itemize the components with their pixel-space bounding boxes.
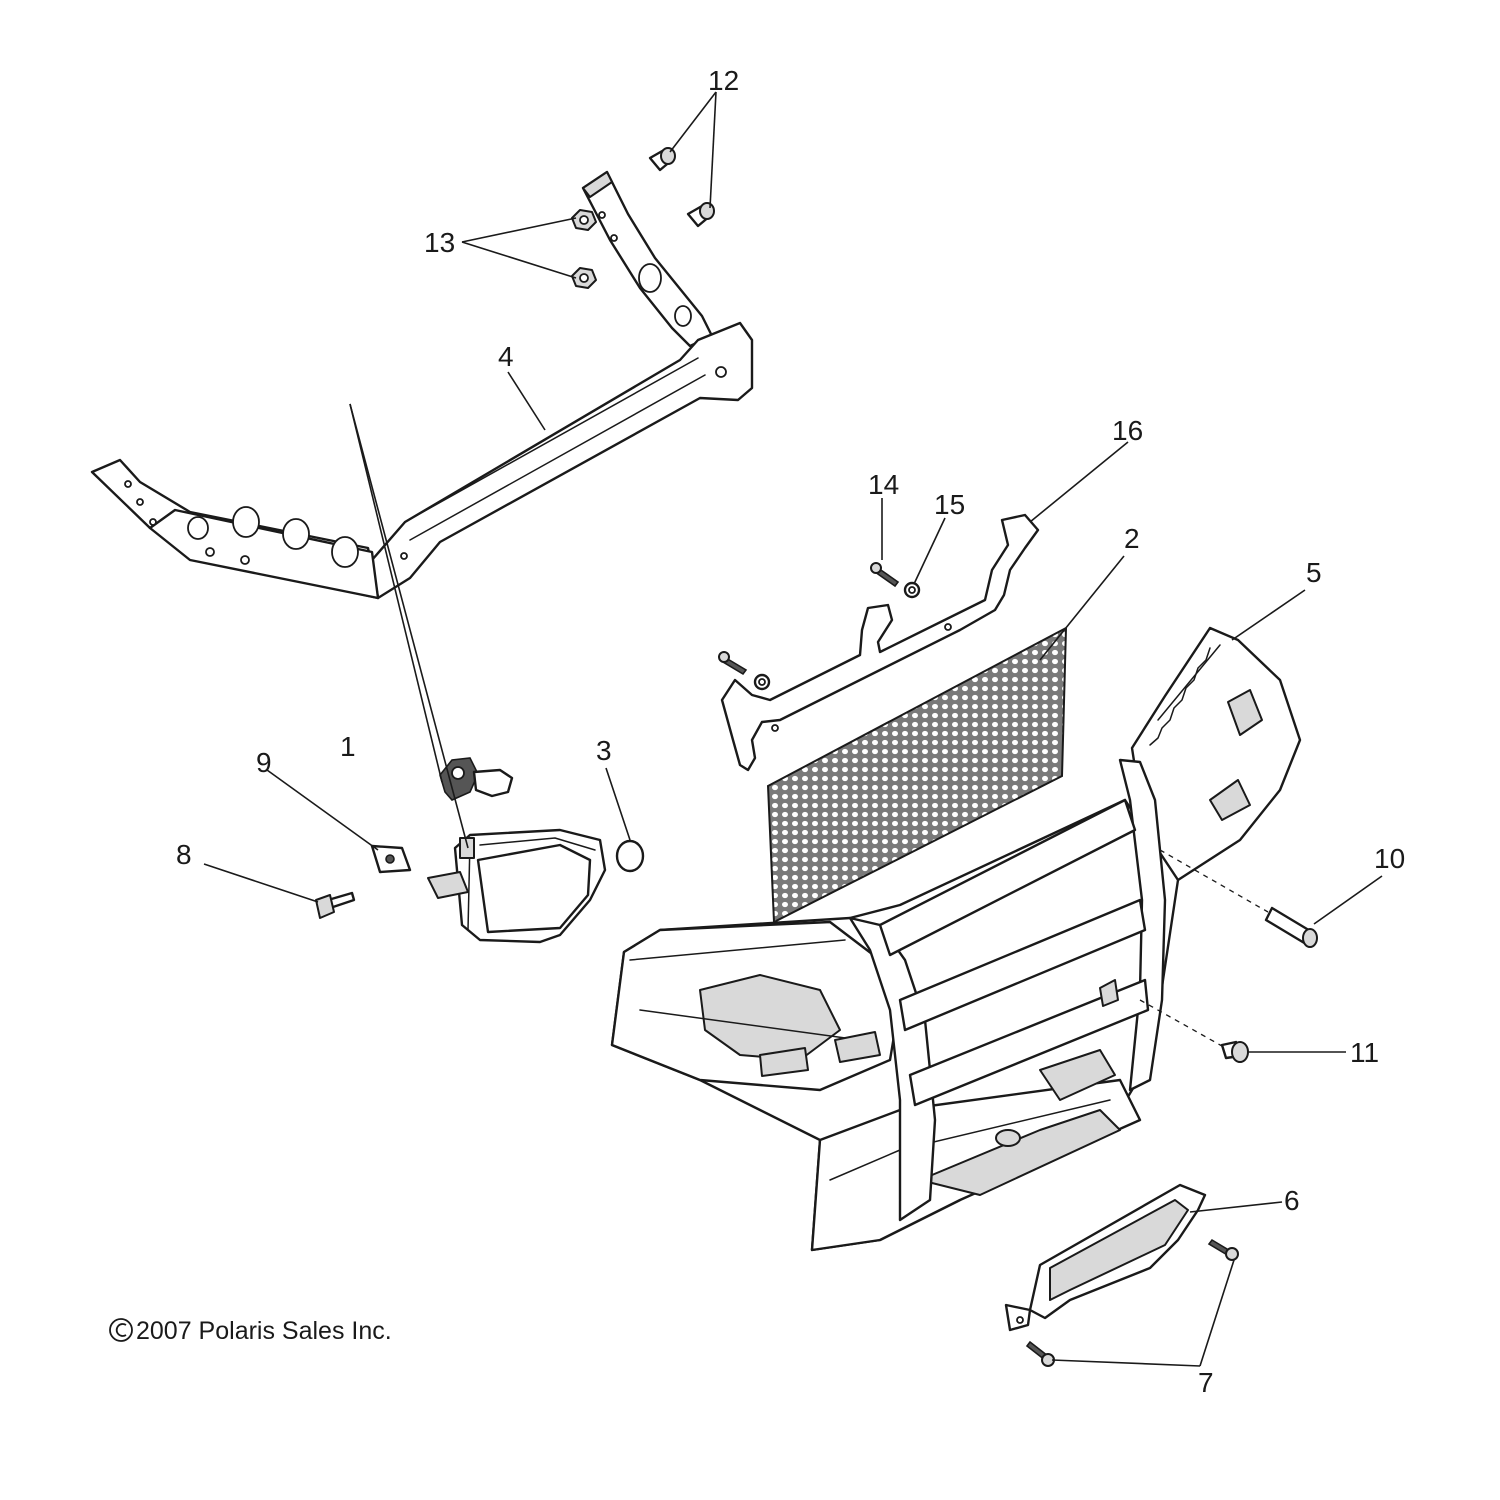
callout-14: 14 — [868, 469, 899, 500]
washer-15-upper — [903, 581, 921, 599]
nut-13-upper — [571, 209, 597, 231]
callout-7: 7 — [1198, 1367, 1214, 1398]
callout-6: 6 — [1284, 1185, 1300, 1216]
leader-lines — [203, 91, 1383, 1367]
callout-10: 10 — [1374, 843, 1405, 874]
washer-15-lower — [753, 673, 771, 691]
copyright-notice: 2007 Polaris Sales Inc. — [109, 1317, 392, 1345]
rivet-11 — [1139, 999, 1249, 1063]
callout-3: 3 — [596, 735, 612, 766]
screw-7-lower — [1025, 1340, 1055, 1367]
nut-13-lower — [571, 267, 597, 289]
callout-2: 2 — [1124, 523, 1140, 554]
bolt-8 — [315, 891, 356, 919]
front-bumper — [610, 626, 1302, 1252]
screw-12-upper — [648, 147, 676, 172]
copyright-symbol-icon — [109, 1318, 133, 1342]
bumper-mount-bar — [90, 170, 754, 600]
bolt-10 — [1159, 849, 1318, 948]
headlight-assembly — [427, 828, 607, 944]
callout-1: 1 — [340, 731, 356, 762]
copyright-text: 2007 Polaris Sales Inc. — [136, 1317, 392, 1345]
callout-16: 16 — [1112, 415, 1143, 446]
callout-labels: 1 2 3 4 5 6 7 8 9 10 11 12 13 14 15 16 — [176, 65, 1405, 1398]
callout-12: 12 — [708, 65, 739, 96]
callout-13: 13 — [424, 227, 455, 258]
mesh-grille — [766, 626, 1068, 924]
callout-8: 8 — [176, 839, 192, 870]
headlight-bulb — [439, 757, 514, 801]
grille-bracket — [720, 513, 1040, 772]
callout-5: 5 — [1306, 557, 1322, 588]
o-ring — [615, 839, 645, 873]
skid-panel — [1004, 1183, 1207, 1332]
screw-14-upper — [870, 562, 900, 588]
callout-4: 4 — [498, 341, 514, 372]
screw-14-lower — [718, 651, 748, 676]
callout-9: 9 — [256, 747, 272, 778]
callout-11: 11 — [1350, 1037, 1379, 1068]
callout-15: 15 — [934, 489, 965, 520]
copyright-c-glyph — [115, 1323, 127, 1337]
screw-7-upper — [1207, 1238, 1239, 1261]
clip-nut — [370, 844, 412, 874]
